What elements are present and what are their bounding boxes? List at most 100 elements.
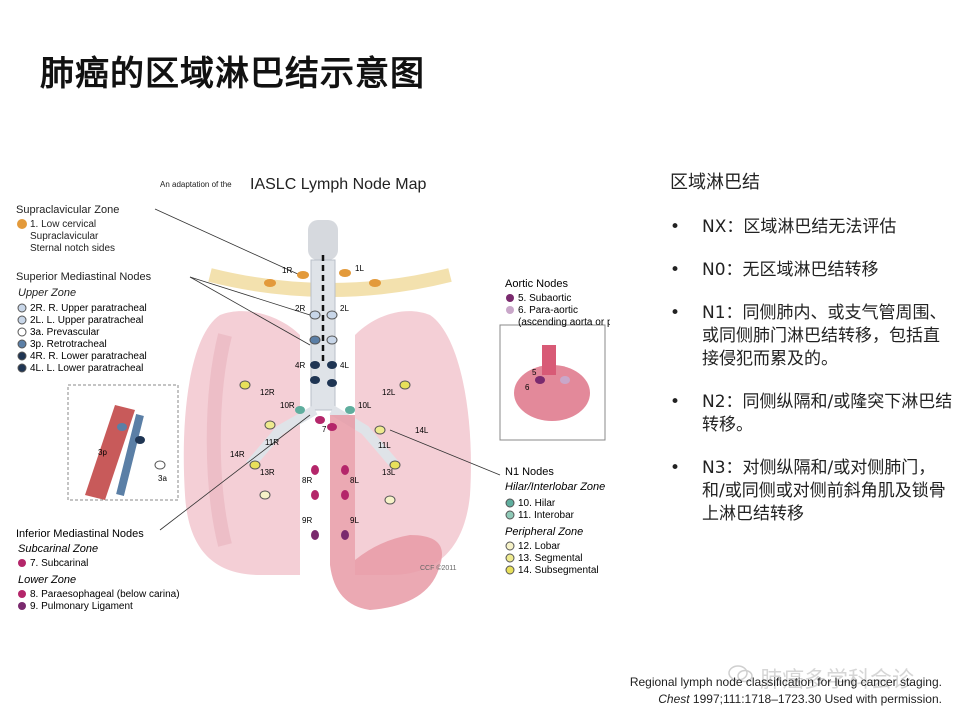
legend-dot-3p — [18, 340, 26, 348]
larynx — [308, 220, 338, 260]
node-label: 14L — [415, 426, 429, 435]
legend-4r: 4R. R. Lower paratracheal — [30, 351, 147, 362]
legend-dot-12 — [506, 542, 514, 550]
node-label: 4R — [295, 361, 305, 370]
node-label: 2R — [295, 304, 305, 313]
node-label: 10L — [358, 401, 372, 410]
node-label: 11R — [265, 438, 279, 447]
citation: Regional lymph node classification for l… — [630, 674, 942, 708]
legend-aortic-title: Aortic Nodes — [505, 278, 568, 290]
node-label: 9L — [350, 516, 359, 525]
legend-5: 5. Subaortic — [518, 293, 571, 304]
legend-inferior-title: Inferior Mediastinal Nodes — [16, 528, 144, 540]
legend-dot-7 — [18, 559, 26, 567]
lymph-node-map-figure: An adaptation of the IASLC Lymph Node Ma… — [10, 165, 610, 625]
list-item-text: N3：对侧纵隔和/或对侧肺门，和/或同侧或对侧前斜角肌及锁骨上淋巴结转移 — [702, 458, 946, 524]
legend-3a: 3a. Prevascular — [30, 327, 100, 338]
list-item: • N1：同侧肺内、或支气管周围、或同侧肺门淋巴结转移，包括直接侵犯而累及的。 — [670, 302, 955, 371]
legend-dot-2r — [18, 304, 26, 312]
bullet: • — [670, 259, 680, 282]
legend-13: 13. Segmental — [518, 553, 583, 564]
legend-6-note: (ascending aorta or phrenic) — [518, 317, 610, 328]
legend-peripheral-zone: Peripheral Zone — [505, 526, 583, 538]
legend-11: 11. Interobar — [518, 510, 575, 521]
citation-line1: Regional lymph node classification for l… — [630, 674, 942, 691]
legend-dot-11 — [506, 511, 514, 519]
legend-2r: 2R. R. Upper paratracheal — [30, 303, 147, 314]
legend-4l: 4L. L. Lower paratracheal — [30, 363, 143, 374]
node-label: 1L — [355, 264, 364, 273]
legend-lower-zone: Lower Zone — [18, 574, 76, 586]
node-label: 2L — [340, 304, 349, 313]
list-item-text: NX：区域淋巴结无法评估 — [702, 217, 896, 237]
legend-upper-zone: Upper Zone — [18, 287, 76, 299]
node-label: 4L — [340, 361, 349, 370]
leader-line — [155, 209, 300, 275]
node-label: 9R — [302, 516, 312, 525]
node-label: 11L — [378, 441, 391, 450]
bullet: • — [670, 302, 680, 325]
node-label: 8R — [302, 476, 312, 485]
regional-lymph-node-legend: 区域淋巴结 • NX：区域淋巴结无法评估 • N0：无区域淋巴结转移 • N1：同侧肺… — [670, 168, 955, 546]
legend-subcarinal-zone: Subcarinal Zone — [18, 543, 98, 555]
node-label: 3a — [158, 474, 167, 483]
legend-n1-title: N1 Nodes — [505, 466, 554, 478]
list-item: • NX：区域淋巴结无法评估 — [670, 216, 955, 239]
legend-3p: 3p. Retrotracheal — [30, 339, 107, 350]
right-lung — [184, 311, 300, 575]
node-label: 1R — [282, 266, 292, 275]
legend-dot-10 — [506, 499, 514, 507]
figure-header-big: IASLC Lymph Node Map — [250, 176, 426, 193]
page-title: 肺癌的区域淋巴结示意图 — [40, 46, 425, 95]
node-label: 3p — [98, 448, 107, 457]
list-item: • N0：无区域淋巴结转移 — [670, 259, 955, 282]
node-label: 6 — [525, 383, 530, 392]
legend-list: • NX：区域淋巴结无法评估 • N0：无区域淋巴结转移 • N1：同侧肺内、或支气管… — [670, 216, 955, 526]
node-label: 5 — [532, 368, 537, 377]
legend-dot-1 — [17, 219, 27, 229]
legend-superior-title: Superior Mediastinal Nodes — [16, 271, 152, 283]
citation-line2: Chest 1997;111:1718–1723.30 Used with pe… — [630, 691, 942, 708]
list-item-text: N2：同侧纵隔和/或隆突下淋巴结转移。 — [702, 392, 952, 435]
node-label: 12L — [382, 388, 396, 397]
citation-journal: Chest — [658, 692, 689, 706]
legend-supraclavicular-l2: Supraclavicular — [30, 231, 99, 242]
legend-8: 8. Paraesophageal (below carina) — [30, 589, 180, 600]
legend-dot-8 — [18, 590, 26, 598]
node-label: 7 — [322, 425, 327, 434]
legend-supraclavicular-title: Supraclavicular Zone — [16, 204, 119, 216]
list-item-text: N0：无区域淋巴结转移 — [702, 260, 879, 280]
legend-6: 6. Para-aortic — [518, 305, 578, 316]
legend-12: 12. Lobar — [518, 541, 561, 552]
node-label: 13R — [260, 468, 275, 477]
node-label: 8L — [350, 476, 359, 485]
legend-dot-13 — [506, 554, 514, 562]
legend-hilar-zone: Hilar/Interlobar Zone — [505, 481, 605, 493]
legend-9: 9. Pulmonary Ligament — [30, 601, 133, 612]
bullet: • — [670, 391, 680, 414]
aorta-inset — [542, 345, 556, 375]
legend-dot-4l — [18, 364, 26, 372]
list-item: • N3：对侧纵隔和/或对侧肺门，和/或同侧或对侧前斜角肌及锁骨上淋巴结转移 — [670, 457, 955, 526]
legend-supraclavicular-l1: 1. Low cervical — [30, 219, 96, 230]
figure-header-small: An adaptation of the — [160, 180, 232, 189]
legend-dot-4r — [18, 352, 26, 360]
list-item-text: N1：同侧肺内、或支气管周围、或同侧肺门淋巴结转移，包括直接侵犯而累及的。 — [702, 303, 947, 369]
legend-dot-3a — [18, 328, 26, 336]
node-label: 13L — [382, 468, 396, 477]
legend-dot-5 — [506, 294, 514, 302]
legend-dot-2l — [18, 316, 26, 324]
legend-10: 10. Hilar — [518, 498, 556, 509]
node-label: 10R — [280, 401, 295, 410]
legend-dot-9 — [18, 602, 26, 610]
legend-supraclavicular-l3: Sternal notch sides — [30, 243, 115, 254]
citation-details: 1997;111:1718–1723.30 Used with permissi… — [690, 692, 942, 706]
legend-2l: 2L. L. Upper paratracheal — [30, 315, 143, 326]
legend-dot-14 — [506, 566, 514, 574]
list-item: • N2：同侧纵隔和/或隆突下淋巴结转移。 — [670, 391, 955, 437]
legend-dot-6 — [506, 306, 514, 314]
legend-heading: 区域淋巴结 — [670, 168, 955, 194]
legend-14: 14. Subsegmental — [518, 565, 599, 576]
bullet: • — [670, 216, 680, 239]
bullet: • — [670, 457, 680, 480]
